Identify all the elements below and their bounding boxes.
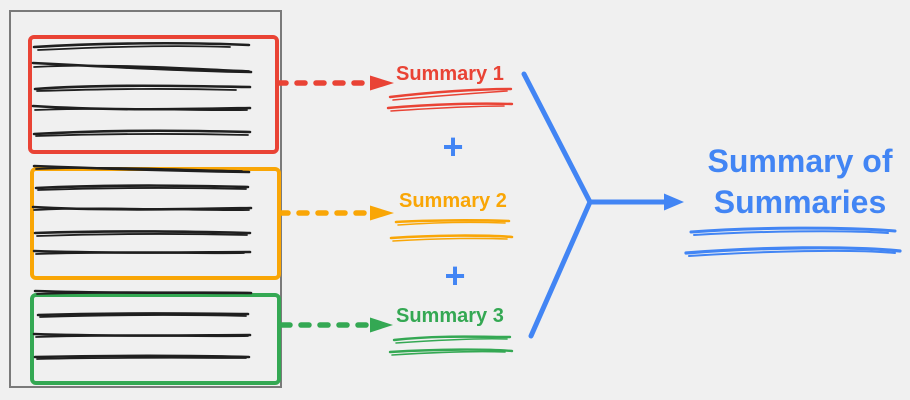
summary-1-label: Summary 1: [396, 63, 504, 85]
result-underline-scribble: [684, 226, 902, 257]
merge-arrow: [521, 71, 684, 339]
summary-2-underline-scribble: [389, 219, 514, 242]
result-title-line2: Summaries: [713, 184, 887, 220]
result-title-line1: Summary of: [707, 143, 893, 179]
summary-1-underline-scribble: [386, 87, 514, 112]
summary-3-underline-scribble: [388, 335, 514, 356]
chunk-1-arrow: [275, 75, 394, 91]
result-title: Summary of Summaries: [688, 141, 910, 223]
plus-operator-2: +: [444, 255, 466, 296]
document-chunk-2-box: [30, 167, 281, 280]
summary-2-label: Summary 2: [399, 190, 507, 212]
chunk-2-arrow: [277, 205, 394, 221]
chunk-3-arrow: [279, 317, 393, 333]
summary-3-label: Summary 3: [396, 305, 504, 327]
document-chunk-1-box: [28, 35, 279, 154]
source-document: [9, 10, 282, 388]
document-chunk-3-box: [30, 293, 281, 385]
plus-operator-1: +: [442, 126, 464, 167]
